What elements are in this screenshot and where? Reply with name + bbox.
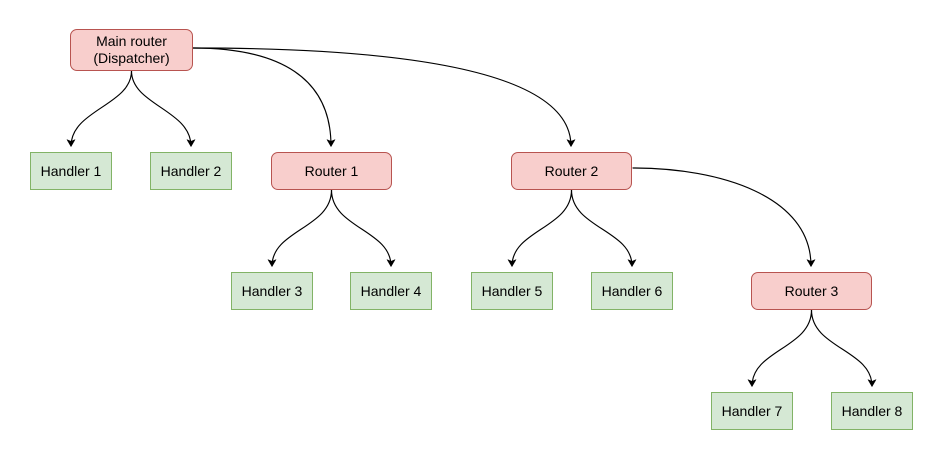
node-handler-4[interactable]: Handler 4: [350, 272, 432, 310]
node-label: Handler 2: [160, 162, 222, 179]
node-label: Handler 7: [721, 402, 783, 419]
node-handler-1[interactable]: Handler 1: [30, 152, 112, 190]
edge-router-1-to-handler-3: [272, 189, 333, 266]
node-handler-5[interactable]: Handler 5: [471, 272, 553, 310]
node-handler-3[interactable]: Handler 3: [231, 272, 313, 310]
edge-router-3-to-handler-8: [810, 309, 873, 386]
node-label: Handler 6: [601, 282, 663, 299]
node-label: Router 2: [544, 162, 599, 179]
node-router-3[interactable]: Router 3: [751, 272, 872, 310]
node-label: Handler 3: [241, 282, 303, 299]
node-handler-6[interactable]: Handler 6: [591, 272, 673, 310]
edge-router-2-to-router-3: [632, 167, 811, 266]
node-label: Handler 4: [360, 282, 422, 299]
edge-main-router-to-handler-1: [71, 70, 133, 146]
node-label: Handler 5: [481, 282, 543, 299]
edge-router-2-to-handler-5: [512, 189, 573, 266]
node-router-2[interactable]: Router 2: [511, 152, 632, 190]
node-main-router[interactable]: Main router (Dispatcher): [70, 29, 193, 71]
node-router-1[interactable]: Router 1: [271, 152, 392, 190]
edge-main-router-to-handler-2: [130, 70, 192, 146]
node-handler-7[interactable]: Handler 7: [711, 392, 793, 430]
edge-router-3-to-handler-7: [752, 309, 813, 386]
node-label: Main router (Dispatcher): [93, 33, 170, 66]
node-label: Router 3: [784, 282, 839, 299]
node-label: Handler 8: [841, 402, 903, 419]
edge-main-router-to-router-1: [192, 47, 331, 146]
node-label: Handler 1: [40, 162, 102, 179]
edges-group: [71, 47, 873, 386]
node-label: Router 1: [304, 162, 359, 179]
node-handler-2[interactable]: Handler 2: [150, 152, 232, 190]
edge-router-2-to-handler-6: [570, 189, 633, 266]
edge-router-1-to-handler-4: [330, 189, 392, 266]
edge-main-router-to-router-2: [192, 47, 571, 146]
node-handler-8[interactable]: Handler 8: [831, 392, 913, 430]
